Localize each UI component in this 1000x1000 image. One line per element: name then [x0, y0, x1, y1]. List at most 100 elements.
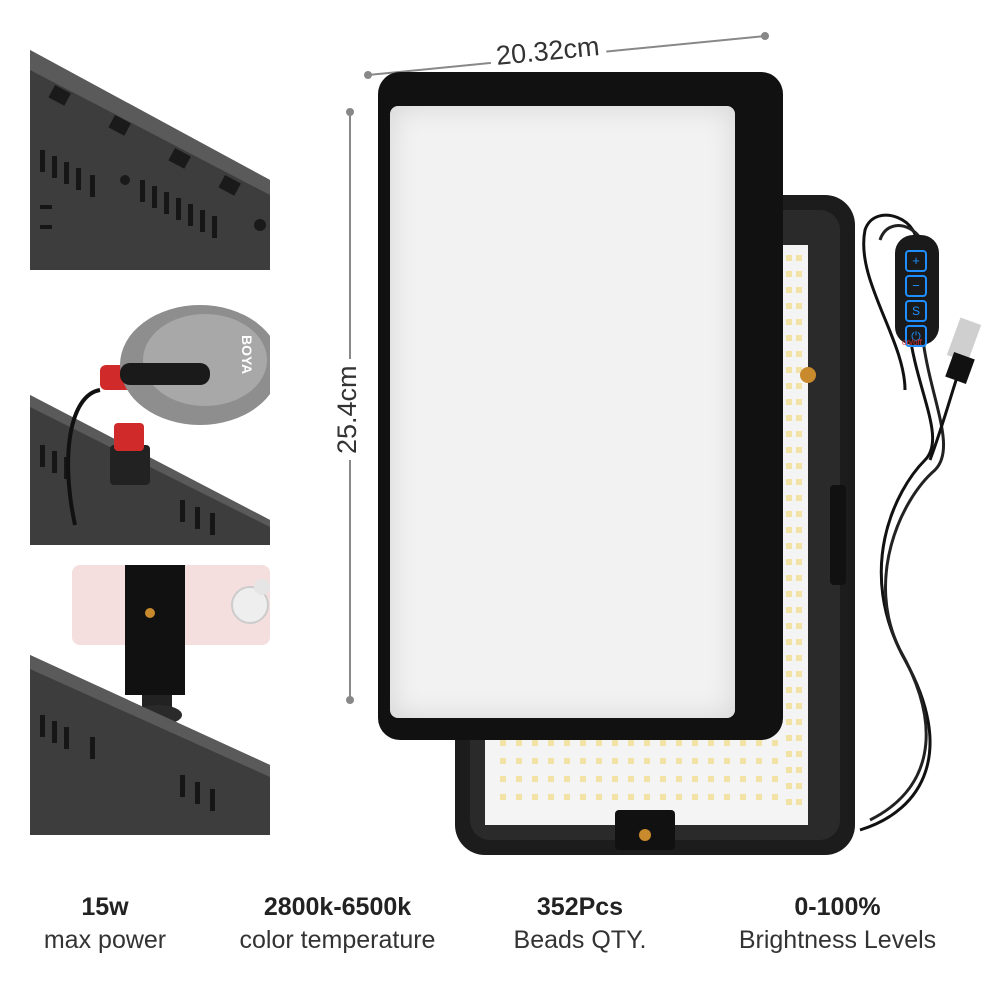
led-bead	[786, 559, 792, 565]
led-bead	[796, 783, 802, 789]
led-bead	[796, 255, 802, 261]
led-bead	[796, 639, 802, 645]
led-bead	[786, 767, 792, 773]
spec-power: 15w max power	[20, 890, 190, 956]
led-bead	[786, 687, 792, 693]
led-bead	[796, 671, 802, 677]
s-icon[interactable]: S	[905, 300, 927, 322]
led-bead	[796, 735, 802, 741]
controller-buttons: + − S ⏻	[905, 250, 927, 347]
led-bead	[692, 776, 698, 782]
led-bead	[786, 319, 792, 325]
led-bead	[548, 776, 554, 782]
led-bead	[796, 399, 802, 405]
led-bead	[786, 751, 792, 757]
led-bead	[786, 703, 792, 709]
led-bead	[628, 758, 634, 764]
led-bead	[786, 383, 792, 389]
led-bead	[796, 495, 802, 501]
spec-value: 2800k-6500k	[263, 893, 412, 921]
led-bead	[708, 758, 714, 764]
power-icon[interactable]: ⏻	[905, 325, 927, 347]
led-bead	[796, 367, 802, 373]
led-bead	[740, 776, 746, 782]
led-bead	[548, 758, 554, 764]
led-bead	[786, 783, 792, 789]
led-bead	[516, 776, 522, 782]
led-bead	[796, 415, 802, 421]
led-bead	[786, 735, 792, 741]
led-beads	[500, 255, 802, 805]
led-bead	[516, 740, 522, 746]
led-bead	[532, 794, 538, 800]
led-bead	[786, 463, 792, 469]
spec-value: 15w	[81, 893, 129, 921]
thumbnail-microphone-mounted: BOYA	[30, 295, 270, 545]
led-bead	[644, 758, 650, 764]
led-bead	[796, 575, 802, 581]
led-bead	[786, 719, 792, 725]
led-bead	[676, 758, 682, 764]
led-bead	[500, 758, 506, 764]
led-bead	[500, 794, 506, 800]
led-bead	[676, 794, 682, 800]
thumbnail-rear-panel	[30, 30, 270, 270]
led-bead	[628, 794, 634, 800]
led-bead	[786, 303, 792, 309]
led-bead	[516, 758, 522, 764]
spec-color-temperature: 2800k-6500k color temperature	[225, 890, 450, 956]
led-bead	[786, 655, 792, 661]
led-bead	[772, 794, 778, 800]
led-bead	[740, 758, 746, 764]
spec-label: Brightness Levels	[738, 926, 937, 954]
led-bead	[796, 431, 802, 437]
led-bead	[580, 740, 586, 746]
led-bead	[596, 740, 602, 746]
led-bead	[786, 575, 792, 581]
led-bead	[796, 687, 802, 693]
led-bead	[644, 794, 650, 800]
led-bead	[644, 776, 650, 782]
led-bead	[612, 794, 618, 800]
led-bead	[708, 794, 714, 800]
led-bead	[564, 794, 570, 800]
height-label: 25.4cm	[332, 359, 363, 460]
led-bead	[708, 740, 714, 746]
plus-icon[interactable]: +	[905, 250, 927, 272]
led-bead	[786, 607, 792, 613]
led-bead	[786, 799, 792, 805]
thumbnail-phone-mounted	[30, 565, 270, 835]
spec-label: Beads QTY.	[513, 926, 647, 954]
led-bead	[796, 767, 802, 773]
led-bead	[772, 758, 778, 764]
led-bead	[516, 794, 522, 800]
minus-icon[interactable]: −	[905, 275, 927, 297]
spec-value: 352Pcs	[536, 893, 624, 921]
led-bead	[796, 799, 802, 805]
led-bead	[796, 447, 802, 453]
led-bead	[772, 776, 778, 782]
led-bead	[612, 740, 618, 746]
led-bead	[796, 287, 802, 293]
led-bead	[786, 447, 792, 453]
led-bead	[796, 559, 802, 565]
led-bead	[796, 351, 802, 357]
led-bead	[786, 271, 792, 277]
led-bead	[628, 776, 634, 782]
led-bead	[612, 776, 618, 782]
led-bead	[580, 758, 586, 764]
led-bead	[796, 271, 802, 277]
led-bead	[786, 639, 792, 645]
led-bead	[548, 740, 554, 746]
led-bead	[724, 794, 730, 800]
on-off-label: on/off	[902, 338, 922, 347]
led-bead	[786, 255, 792, 261]
led-bead	[796, 591, 802, 597]
led-bead	[772, 740, 778, 746]
led-bead	[786, 351, 792, 357]
led-bead	[724, 740, 730, 746]
led-bead	[580, 776, 586, 782]
led-bead	[660, 776, 666, 782]
spec-beads: 352Pcs Beads QTY.	[495, 890, 665, 956]
led-bead	[786, 367, 792, 373]
